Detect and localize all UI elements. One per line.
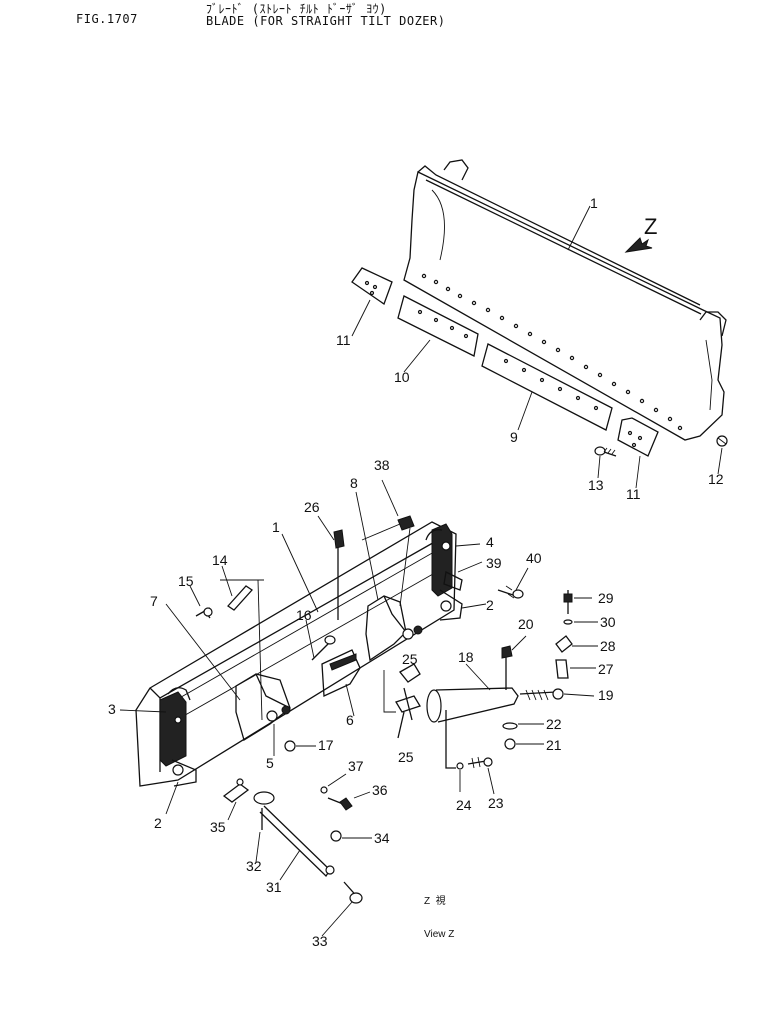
callout-21: 21 [546,737,562,753]
callout-10: 10 [394,369,410,385]
callout-labels: Z 1 11 10 9 13 11 12 38 8 26 1 4 39 40 1… [108,195,724,949]
callout-18: 18 [458,649,474,665]
callout-11-upper-left: 11 [336,332,351,348]
callout-27: 27 [598,661,614,677]
callout-30: 30 [600,614,616,630]
callout-26: 26 [304,499,320,515]
callout-13: 13 [588,477,604,493]
callout-1-upper: 1 [590,195,598,211]
callout-40: 40 [526,550,542,566]
callout-24: 24 [456,797,472,813]
callout-38: 38 [374,457,390,473]
callout-9: 9 [510,429,518,445]
figure-number: FIG.1707 [76,12,138,26]
callout-17: 17 [318,737,334,753]
callout-2-right: 2 [486,597,494,613]
callout-1-lower: 1 [272,519,280,535]
callout-3: 3 [108,701,116,717]
callout-19: 19 [598,687,614,703]
view-z-caption-line1: Z 視 [424,896,446,907]
title-english: BLADE (FOR STRAIGHT TILT DOZER) [206,14,446,28]
callout-23: 23 [488,795,504,811]
callout-36: 36 [372,782,388,798]
callout-35: 35 [210,819,226,835]
callout-37: 37 [348,758,364,774]
callout-25-upper: 25 [402,651,418,667]
callout-25-lower: 25 [398,749,414,765]
callout-20: 20 [518,616,534,632]
lower-blade-rear-assembly [119,479,598,937]
title-japanese: ﾌﾞﾚｰﾄﾞ (ｽﾄﾚｰﾄ ﾁﾙﾄ ﾄﾞｰｻﾞ ﾖｳ) [206,2,387,16]
callout-33: 33 [312,933,328,949]
upper-blade-assembly [351,159,728,489]
callout-6: 6 [346,712,354,728]
callout-2-left: 2 [154,815,162,831]
callout-11-upper-right: 11 [626,486,641,502]
callout-39: 39 [486,555,502,571]
callout-22: 22 [546,716,562,732]
callout-32: 32 [246,858,262,874]
callout-28: 28 [600,638,616,654]
callout-29: 29 [598,590,614,606]
callout-15: 15 [178,573,194,589]
edge-bolt-holes [421,273,683,431]
callout-34: 34 [374,830,390,846]
callout-14: 14 [212,552,228,568]
view-z-caption-line2: View Z [424,929,455,940]
view-arrow-icon [624,237,653,253]
callout-16: 16 [296,607,312,623]
callout-5: 5 [266,755,274,771]
view-z-arrow-label: Z [644,214,657,239]
callout-31: 31 [266,879,282,895]
callout-12: 12 [708,471,724,487]
callout-4: 4 [486,534,494,550]
callout-8: 8 [350,475,358,491]
callout-7: 7 [150,593,158,609]
view-z-caption: Z 視 View Z [424,874,454,951]
